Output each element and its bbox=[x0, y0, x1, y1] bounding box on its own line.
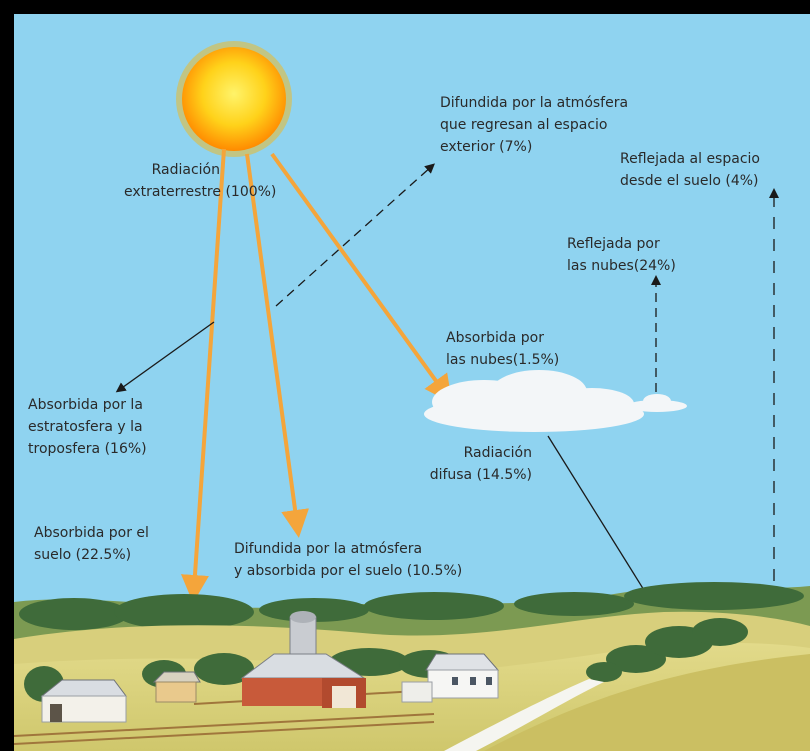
farm bbox=[40, 611, 500, 723]
scattered-to-space-arrow bbox=[275, 163, 435, 307]
absorbed-by-clouds-arrow bbox=[270, 152, 453, 404]
landscape bbox=[14, 582, 810, 751]
diagram-canvas bbox=[14, 14, 810, 751]
label-reflected-by-ground: Reflejada al espacio desde el suelo (4%) bbox=[620, 151, 760, 189]
absorbed-by-atmosphere-arrow bbox=[115, 321, 215, 393]
label-scattered-and-absorbed-by-ground: Difundida por la atmósfera y absorbida p… bbox=[234, 541, 463, 579]
label-extraterrestrial-radiation: Radiación extraterrestre (100%) bbox=[124, 162, 276, 200]
scattered-absorbed-arrow bbox=[245, 153, 309, 538]
label-absorbed-by-ground: Absorbida por el suelo (22.5%) bbox=[34, 525, 149, 563]
label-scattered-to-space: Difundida por la atmósfera que regresan … bbox=[440, 95, 629, 155]
large-cloud bbox=[424, 370, 644, 432]
label-diffuse-radiation: Radiación difusa (14.5%) bbox=[429, 445, 532, 483]
label-reflected-by-clouds: Reflejada por las nubes(24%) bbox=[567, 236, 676, 274]
label-absorbed-by-clouds: Absorbida por las nubes(1.5%) bbox=[446, 330, 560, 368]
diffuse-radiation-arrow bbox=[547, 435, 660, 615]
small-cloud bbox=[627, 394, 687, 412]
label-absorbed-by-atmosphere: Absorbida por la estratosfera y la tropo… bbox=[28, 397, 147, 457]
absorbed-by-ground-arrow bbox=[180, 148, 226, 603]
radiation-diagram: Radiación extraterrestre (100%) Difundid… bbox=[14, 14, 810, 751]
sun-icon bbox=[176, 41, 292, 157]
